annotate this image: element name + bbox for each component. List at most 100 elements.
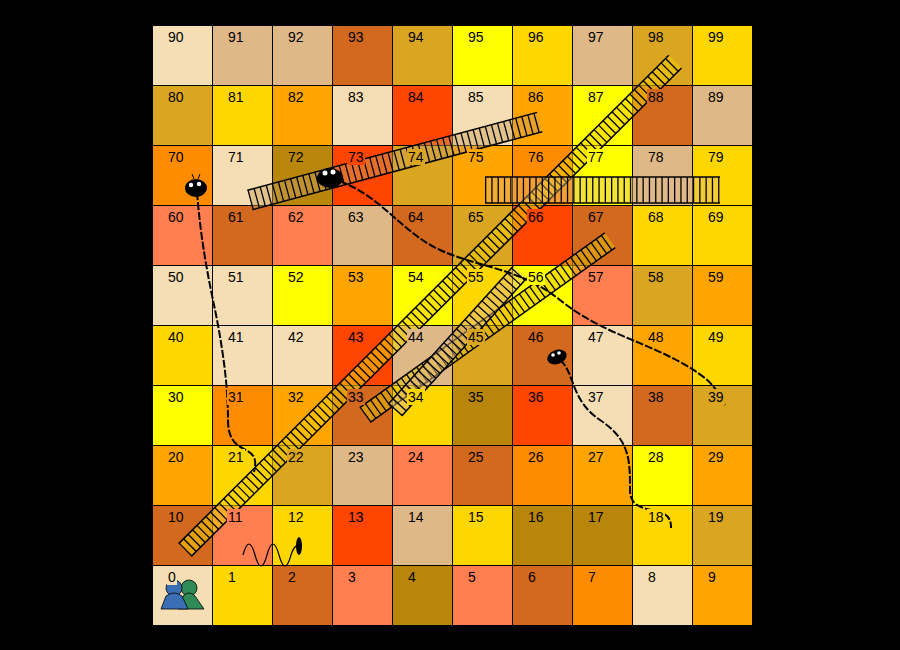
square-number: 60 bbox=[167, 209, 185, 225]
board-square: 93 bbox=[332, 25, 393, 86]
board-square: 18 bbox=[632, 505, 693, 566]
board-square: 44 bbox=[392, 325, 453, 386]
board-square: 85 bbox=[452, 85, 513, 146]
board-square: 8 bbox=[632, 565, 693, 626]
board-square: 17 bbox=[572, 505, 633, 566]
board-square: 34 bbox=[392, 385, 453, 446]
square-number: 1 bbox=[227, 569, 237, 585]
square-number: 29 bbox=[707, 449, 725, 465]
square-number: 14 bbox=[407, 509, 425, 525]
board-square: 11 bbox=[212, 505, 273, 566]
board-square: 29 bbox=[692, 445, 753, 506]
board-square: 27 bbox=[572, 445, 633, 506]
board-square: 23 bbox=[332, 445, 393, 506]
square-number: 91 bbox=[227, 29, 245, 45]
board-square: 98 bbox=[632, 25, 693, 86]
board-square: 16 bbox=[512, 505, 573, 566]
board-square: 97 bbox=[572, 25, 633, 86]
board-square: 39 bbox=[692, 385, 753, 446]
square-number: 84 bbox=[407, 89, 425, 105]
board-square: 83 bbox=[332, 85, 393, 146]
square-number: 24 bbox=[407, 449, 425, 465]
square-number: 67 bbox=[587, 209, 605, 225]
board-square: 64 bbox=[392, 205, 453, 266]
board-square: 31 bbox=[212, 385, 273, 446]
square-number: 89 bbox=[707, 89, 725, 105]
square-number: 49 bbox=[707, 329, 725, 345]
board-square: 36 bbox=[512, 385, 573, 446]
board-square: 51 bbox=[212, 265, 273, 326]
board-square: 26 bbox=[512, 445, 573, 506]
square-number: 39 bbox=[707, 389, 725, 405]
board-square: 46 bbox=[512, 325, 573, 386]
board-square: 99 bbox=[692, 25, 753, 86]
board-square: 80 bbox=[152, 85, 213, 146]
board-square: 49 bbox=[692, 325, 753, 386]
board-square: 81 bbox=[212, 85, 273, 146]
square-number: 72 bbox=[287, 149, 305, 165]
board-square: 20 bbox=[152, 445, 213, 506]
square-number: 45 bbox=[467, 329, 485, 345]
board-square: 7 bbox=[572, 565, 633, 626]
square-number: 21 bbox=[227, 449, 245, 465]
square-number: 90 bbox=[167, 29, 185, 45]
square-number: 78 bbox=[647, 149, 665, 165]
board-square: 50 bbox=[152, 265, 213, 326]
square-number: 23 bbox=[347, 449, 365, 465]
board-square: 45 bbox=[452, 325, 513, 386]
board-square: 78 bbox=[632, 145, 693, 206]
board-square: 53 bbox=[332, 265, 393, 326]
board-square: 61 bbox=[212, 205, 273, 266]
square-number: 95 bbox=[467, 29, 485, 45]
board-square: 22 bbox=[272, 445, 333, 506]
board-square: 21 bbox=[212, 445, 273, 506]
square-number: 26 bbox=[527, 449, 545, 465]
square-number: 59 bbox=[707, 269, 725, 285]
square-number: 44 bbox=[407, 329, 425, 345]
square-number: 61 bbox=[227, 209, 245, 225]
board-square: 54 bbox=[392, 265, 453, 326]
square-number: 43 bbox=[347, 329, 365, 345]
board-square: 57 bbox=[572, 265, 633, 326]
square-number: 11 bbox=[227, 509, 244, 525]
ladder bbox=[485, 177, 720, 203]
board-square: 69 bbox=[692, 205, 753, 266]
board-square: 95 bbox=[452, 25, 513, 86]
board-square: 19 bbox=[692, 505, 753, 566]
snake-body bbox=[243, 544, 299, 566]
board-square: 70 bbox=[152, 145, 213, 206]
board-square: 14 bbox=[392, 505, 453, 566]
square-number: 68 bbox=[647, 209, 665, 225]
board-square: 9 bbox=[692, 565, 753, 626]
board-square: 74 bbox=[392, 145, 453, 206]
square-number: 63 bbox=[347, 209, 365, 225]
ladder bbox=[179, 55, 682, 556]
square-number: 34 bbox=[407, 389, 425, 405]
board-square: 68 bbox=[632, 205, 693, 266]
board-square: 63 bbox=[332, 205, 393, 266]
board-square: 4 bbox=[392, 565, 453, 626]
board-square: 91 bbox=[212, 25, 273, 86]
square-number: 69 bbox=[707, 209, 725, 225]
square-number: 41 bbox=[227, 329, 245, 345]
snake-body bbox=[560, 360, 671, 528]
square-number: 99 bbox=[707, 29, 725, 45]
snake-body bbox=[330, 178, 725, 405]
board-square: 6 bbox=[512, 565, 573, 626]
square-number: 74 bbox=[407, 149, 425, 165]
square-number: 83 bbox=[347, 89, 365, 105]
square-number: 36 bbox=[527, 389, 545, 405]
board-square: 62 bbox=[272, 205, 333, 266]
board-square: 55 bbox=[452, 265, 513, 326]
board-square: 24 bbox=[392, 445, 453, 506]
square-number: 40 bbox=[167, 329, 185, 345]
board-square: 56 bbox=[512, 265, 573, 326]
square-number: 33 bbox=[347, 389, 365, 405]
board-square: 5 bbox=[452, 565, 513, 626]
square-number: 19 bbox=[707, 509, 725, 525]
board-square: 12 bbox=[272, 505, 333, 566]
square-number: 66 bbox=[527, 209, 545, 225]
board-square: 58 bbox=[632, 265, 693, 326]
ladder bbox=[388, 266, 526, 416]
board-square: 65 bbox=[452, 205, 513, 266]
